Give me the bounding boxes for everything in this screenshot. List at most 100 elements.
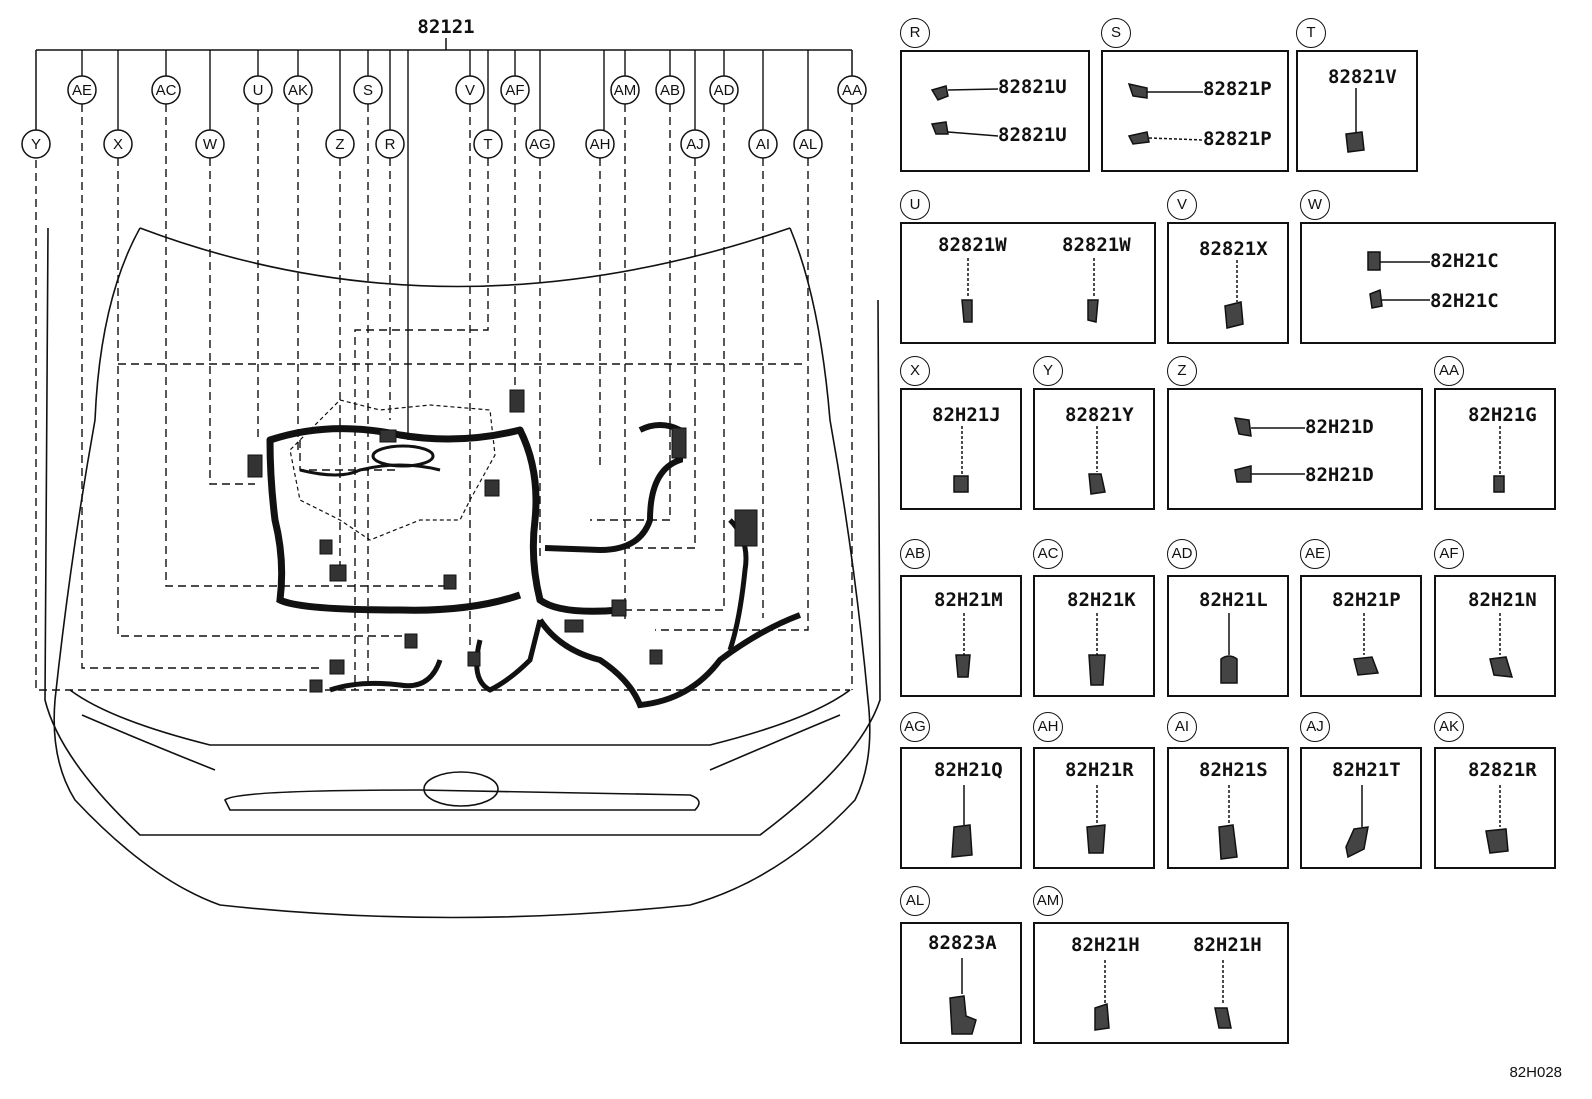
svg-text:AG: AG [529,136,551,153]
leader-lines [35,104,853,691]
callout-v: V [455,75,485,105]
part-number: 82821W [1062,234,1131,256]
detail-label-u: U [900,190,930,220]
part-number: 82H21H [1193,934,1262,956]
detail-box-ae: 82H21P [1300,575,1422,697]
part-number: 82H21M [934,589,1003,611]
part-number: 82H21L [1199,589,1268,611]
svg-text:V: V [465,82,475,99]
svg-text:AD: AD [714,82,735,99]
svg-text:AH: AH [590,136,611,153]
part-number: 82H21G [1468,404,1537,426]
svg-text:AM: AM [614,82,637,99]
detail-label-x: X [900,356,930,386]
detail-label-ab: AB [900,539,930,569]
callout-ai: AI [748,129,778,159]
part-number: 82H21K [1067,589,1136,611]
callout-am: AM [610,75,640,105]
detail-label-ah: AH [1033,712,1063,742]
svg-text:W: W [203,136,218,153]
svg-text:AF: AF [505,82,524,99]
detail-box-x: 82H21J [900,388,1022,510]
detail-label-am: AM [1033,886,1063,916]
svg-text:R: R [385,136,396,153]
svg-text:AA: AA [842,82,862,99]
detail-label-ak: AK [1434,712,1464,742]
callout-y: Y [21,129,51,159]
part-number: 82H21Q [934,759,1003,781]
detail-label-ai: AI [1167,712,1197,742]
detail-label-t: T [1296,18,1326,48]
callout-aj: AJ [680,129,710,159]
detail-box-z: 82H21D 82H21D [1167,388,1423,510]
svg-text:AC: AC [156,82,177,99]
detail-box-am: 82H21H 82H21H [1033,922,1289,1044]
detail-box-w: 82H21C 82H21C [1300,222,1556,344]
part-number: 82H21N [1468,589,1537,611]
callout-ae: AE [67,75,97,105]
detail-box-aa: 82H21G [1434,388,1556,510]
part-number: 82821W [938,234,1007,256]
callout-s: S [353,75,383,105]
callout-ab: AB [655,75,685,105]
part-number: 82H21H [1071,934,1140,956]
detail-box-al: 82823A [900,922,1022,1044]
callouts-row-2: Y X W Z R T AG AH AJ AI AL [21,129,823,159]
main-part-number: 82121 [417,16,474,38]
callout-z: Z [325,129,355,159]
part-number: 82821U [998,76,1067,98]
part-number: 82H21S [1199,759,1268,781]
svg-text:S: S [363,82,373,99]
detail-box-t: 82821V [1296,50,1418,172]
svg-text:Y: Y [31,136,41,153]
part-number: 82821R [1468,759,1537,781]
detail-label-ad: AD [1167,539,1197,569]
part-number: 82821P [1203,78,1272,100]
detail-label-af: AF [1434,539,1464,569]
detail-label-aa: AA [1434,356,1464,386]
callout-ah: AH [585,129,615,159]
callout-al: AL [793,129,823,159]
svg-text:X: X [113,136,123,153]
detail-label-aj: AJ [1300,712,1330,742]
callout-aa: AA [837,75,867,105]
part-number: 82821P [1203,128,1272,150]
detail-label-r: R [900,18,930,48]
detail-label-ac: AC [1033,539,1063,569]
detail-box-ab: 82H21M [900,575,1022,697]
detail-label-v: V [1167,190,1197,220]
callouts-row-1: AE AC U AK S V AF AM AB AD AA [67,75,867,105]
svg-text:AI: AI [756,136,770,153]
part-number: 82821X [1199,238,1268,260]
detail-label-w: W [1300,190,1330,220]
part-number: 82823A [928,932,997,954]
svg-text:T: T [483,136,492,153]
part-number: 82H21J [932,404,1001,426]
detail-box-y: 82821Y [1033,388,1155,510]
callout-t: T [473,129,503,159]
part-number: 82821V [1328,66,1397,88]
callout-u: U [243,75,273,105]
part-number: 82821U [998,124,1067,146]
part-number: 82H21R [1065,759,1134,781]
callout-af: AF [500,75,530,105]
svg-text:AL: AL [799,136,817,153]
detail-box-ai: 82H21S [1167,747,1289,869]
callout-w: W [195,129,225,159]
detail-box-v: 82821X [1167,222,1289,344]
callout-r: R [375,129,405,159]
detail-label-z: Z [1167,356,1197,386]
part-number: 82H21C [1430,250,1499,272]
part-number: 82H21D [1305,464,1374,486]
detail-label-y: Y [1033,356,1063,386]
detail-box-s: 82821P 82821P [1101,50,1289,172]
svg-text:Z: Z [335,136,344,153]
detail-box-ah: 82H21R [1033,747,1155,869]
detail-box-ak: 82821R [1434,747,1556,869]
svg-text:U: U [253,82,264,99]
callout-ag: AG [525,129,555,159]
engine-harness [266,399,802,709]
part-number: 82H21T [1332,759,1401,781]
detail-box-af: 82H21N [1434,575,1556,697]
main-diagram: 82121 [21,16,881,919]
